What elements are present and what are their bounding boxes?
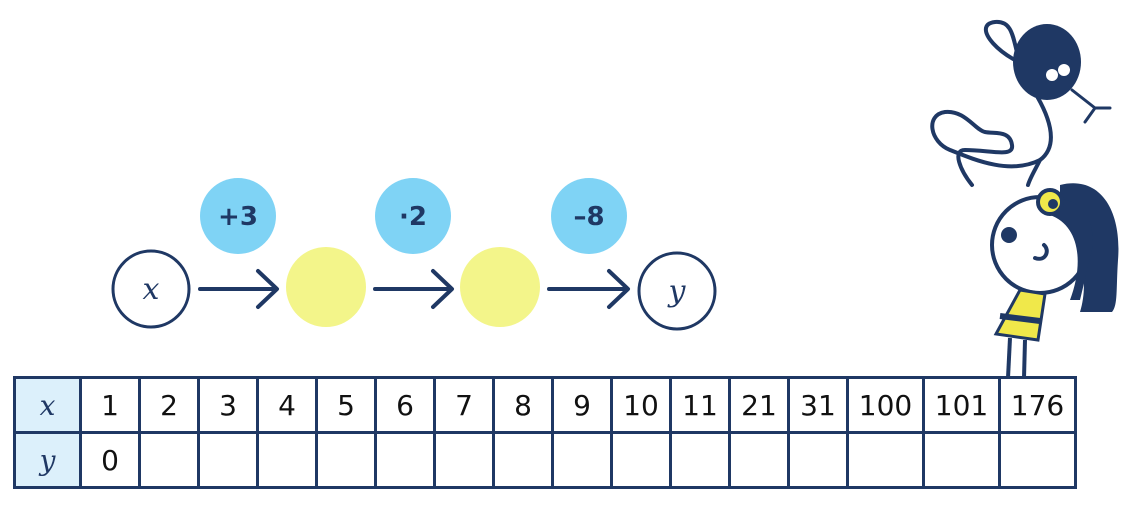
y-row: y 0 <box>13 431 1077 489</box>
y-cell[interactable] <box>433 431 495 489</box>
x-cell: 176 <box>998 376 1077 434</box>
y-cell[interactable] <box>610 431 672 489</box>
x-cell: 1 <box>79 376 141 434</box>
y-cell[interactable] <box>551 431 613 489</box>
y-cell[interactable] <box>922 431 1001 489</box>
x-cell: 2 <box>138 376 200 434</box>
girl-character-illustration <box>990 183 1119 379</box>
arrow-2 <box>373 269 454 309</box>
arrow-3 <box>547 269 630 309</box>
input-node: x <box>111 249 191 329</box>
intermediate-node-2 <box>460 247 540 327</box>
arrow-1 <box>198 269 279 309</box>
y-cell[interactable] <box>374 431 436 489</box>
x-cell: 3 <box>197 376 259 434</box>
y-cell[interactable] <box>728 431 790 489</box>
x-cell: 8 <box>492 376 554 434</box>
x-cell: 5 <box>315 376 377 434</box>
x-cell: 101 <box>922 376 1001 434</box>
y-cell[interactable] <box>492 431 554 489</box>
y-cell: 0 <box>79 431 141 489</box>
y-cell[interactable] <box>669 431 731 489</box>
x-cell: 9 <box>551 376 613 434</box>
value-table: x 1 2 3 4 5 6 7 8 9 10 11 21 31 100 101 … <box>13 376 1077 489</box>
intermediate-node-1 <box>286 247 366 327</box>
y-row-header: y <box>13 431 82 489</box>
output-label: y <box>667 274 687 309</box>
x-cell: 11 <box>669 376 731 434</box>
x-cell: 21 <box>728 376 790 434</box>
y-cell[interactable] <box>846 431 925 489</box>
operation-3-label: –8 <box>573 202 604 232</box>
x-cell: 10 <box>610 376 672 434</box>
x-cell: 100 <box>846 376 925 434</box>
y-cell[interactable] <box>998 431 1077 489</box>
output-node: y <box>637 251 717 331</box>
snake-illustration <box>930 19 1112 187</box>
operation-bubble-3: –8 <box>551 178 627 254</box>
y-cell[interactable] <box>197 431 259 489</box>
x-cell: 7 <box>433 376 495 434</box>
x-row-header: x <box>13 376 82 434</box>
y-cell[interactable] <box>256 431 318 489</box>
operation-2-label: ·2 <box>399 202 427 232</box>
y-cell[interactable] <box>787 431 849 489</box>
x-cell: 31 <box>787 376 849 434</box>
y-cell[interactable] <box>138 431 200 489</box>
x-row: x 1 2 3 4 5 6 7 8 9 10 11 21 31 100 101 … <box>13 376 1077 434</box>
x-cell: 6 <box>374 376 436 434</box>
input-label: x <box>143 272 160 307</box>
y-cell[interactable] <box>315 431 377 489</box>
operation-bubble-2: ·2 <box>375 178 451 254</box>
x-cell: 4 <box>256 376 318 434</box>
operation-1-label: +3 <box>218 202 258 232</box>
operation-bubble-1: +3 <box>200 178 276 254</box>
